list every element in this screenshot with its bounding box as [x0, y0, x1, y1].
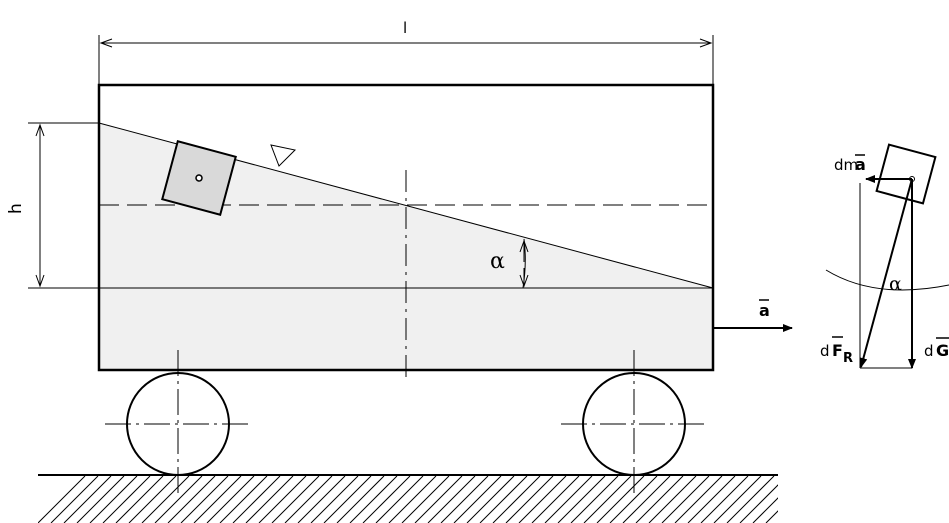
hatch-line — [167, 476, 216, 523]
hatch-line — [414, 476, 463, 523]
hatch-line — [557, 476, 606, 523]
hatch-line — [63, 476, 112, 523]
inertial-force-prefix: dm — [834, 156, 858, 174]
hatch-line — [401, 476, 450, 523]
hatch-line — [531, 476, 580, 523]
hatch-line — [492, 476, 541, 523]
resultant-force-arrow — [859, 178, 913, 368]
hatch-line — [661, 476, 710, 523]
hatch-line — [752, 497, 778, 523]
resultant-vector: F — [832, 341, 843, 360]
gravity-prefix: d — [924, 342, 934, 360]
hatch-line — [674, 476, 723, 523]
hatch-line — [687, 476, 736, 523]
hatch-line — [141, 476, 190, 523]
hatch-line — [388, 476, 437, 523]
hatch-line — [596, 476, 645, 523]
hatch-line — [635, 476, 684, 523]
hatch-line — [336, 476, 385, 523]
hatch-line — [544, 476, 593, 523]
hatch-line — [258, 476, 307, 523]
hatch-line — [102, 476, 151, 523]
hatch-line — [50, 476, 99, 523]
hatch-line — [375, 476, 424, 523]
l-label: l — [403, 19, 407, 37]
hatch-line — [154, 476, 203, 523]
hatch-line — [440, 476, 489, 523]
ground-hatching — [38, 476, 839, 523]
hatch-line — [792, 476, 839, 523]
hatch-line — [310, 476, 359, 523]
hatch-line — [193, 476, 242, 523]
free-surface-symbol — [270, 144, 297, 167]
hatch-line — [271, 476, 320, 523]
hatch-line — [38, 476, 86, 523]
acceleration-label: a — [759, 301, 770, 320]
force-angle-arc — [825, 269, 949, 291]
resultant-subscript: R — [843, 351, 853, 366]
hatch-line — [128, 476, 177, 523]
hatch-line — [726, 476, 775, 523]
hatch-line — [453, 476, 502, 523]
inertial-force-vector: a — [855, 155, 866, 174]
hatch-line — [765, 510, 778, 523]
hatch-line — [648, 476, 697, 523]
hatch-line — [427, 476, 476, 523]
hatch-line — [505, 476, 554, 523]
hatch-line — [609, 476, 658, 523]
hatch-line — [219, 476, 268, 523]
hatch-line — [245, 476, 294, 523]
hatch-line — [779, 476, 826, 523]
force-angle-label: α — [889, 273, 902, 295]
hatch-line — [89, 476, 138, 523]
floating-block — [161, 140, 237, 216]
hatch-line — [479, 476, 528, 523]
force-diagram: dm a d G d F R α — [820, 143, 949, 369]
hatch-line — [323, 476, 372, 523]
hatch-line — [115, 476, 164, 523]
hatch-line — [206, 476, 255, 523]
hatch-line — [76, 476, 125, 523]
hatch-line — [284, 476, 333, 523]
hatch-line — [713, 476, 762, 523]
hatch-line — [180, 476, 229, 523]
hatch-line — [297, 476, 346, 523]
element-block — [875, 143, 937, 205]
hatch-line — [739, 484, 778, 523]
hatch-line — [622, 476, 671, 523]
hatch-line — [362, 476, 411, 523]
hatch-line — [349, 476, 398, 523]
hatch-line — [466, 476, 515, 523]
hatch-line — [232, 476, 281, 523]
hatch-line — [700, 476, 749, 523]
hatch-line — [570, 476, 619, 523]
hatch-line — [518, 476, 567, 523]
h-label: h — [6, 203, 26, 214]
hatch-line — [583, 476, 632, 523]
gravity-vector: G — [936, 341, 949, 360]
alpha-label: α — [490, 249, 505, 274]
resultant-prefix: d — [820, 342, 830, 360]
